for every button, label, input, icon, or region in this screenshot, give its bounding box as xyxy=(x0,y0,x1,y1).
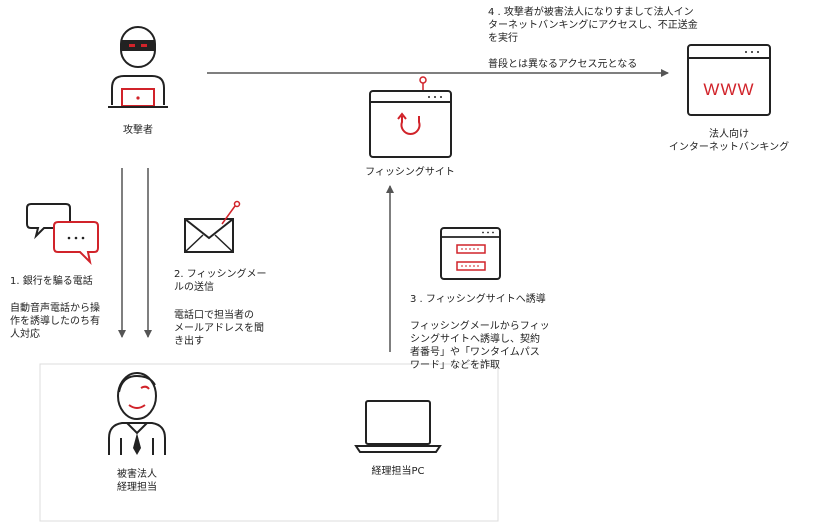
step1-title: 1. 銀行を騙る電話 xyxy=(10,276,93,287)
attacker-label: 攻撃者 xyxy=(123,125,153,136)
laptop-icon xyxy=(354,400,442,453)
browser-icon xyxy=(369,76,452,158)
chat-bubbles-icon xyxy=(26,203,99,266)
bank-label: 法人向け インターネットバンキング xyxy=(668,129,790,153)
login-form-icon xyxy=(440,227,501,280)
envelope-icon xyxy=(184,200,241,253)
step4-subtext: 普段とは異なるアクセス元となる xyxy=(488,59,638,70)
step1-body: 自動音声電話から操 作を誘導したのち有 人対応 xyxy=(10,303,100,340)
www-text: WWW xyxy=(703,80,755,99)
hacker-icon xyxy=(108,26,168,108)
victim-label: 被害法人 経理担当 xyxy=(117,469,157,493)
businessman-icon xyxy=(108,372,166,455)
pc-label: 経理担当PC xyxy=(371,466,425,477)
step4-title: 4 . 攻撃者が被害法人になりすまして法人イン ターネットバンキングにアクセスし… xyxy=(488,7,698,44)
step2-body: 電話口で担当者の メールアドレスを聞 き出す xyxy=(174,310,264,347)
step3-body: フィッシングメールからフィッ シングサイトへ誘導し、契約 者番号」や「ワンタイム… xyxy=(410,321,550,371)
browser-www-icon xyxy=(687,44,771,116)
phishing-site-label: フィッシングサイト xyxy=(365,167,455,178)
step2-title: 2. フィッシングメー ルの送信 xyxy=(174,269,267,293)
step3-title: 3 . フィッシングサイトへ誘導 xyxy=(410,294,546,305)
victim-area-box xyxy=(39,363,499,522)
